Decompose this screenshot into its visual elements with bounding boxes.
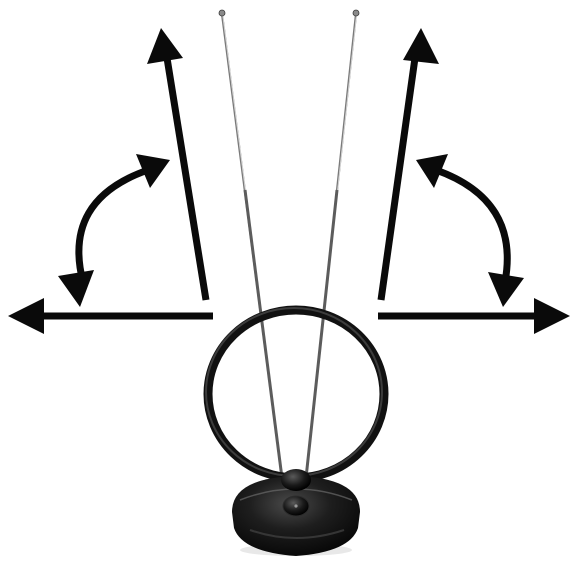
right-arrow-set bbox=[378, 28, 570, 334]
antenna-hub bbox=[281, 469, 311, 491]
right-telescoping-rod bbox=[306, 10, 359, 478]
antenna-loop bbox=[206, 308, 384, 478]
right-curved-rotation-arrow-icon bbox=[416, 154, 524, 307]
left-telescoping-rod bbox=[219, 10, 283, 478]
antenna bbox=[206, 10, 384, 556]
antenna-base bbox=[232, 469, 360, 556]
left-horizontal-arrow-icon bbox=[8, 298, 213, 334]
right-horizontal-arrow-icon bbox=[378, 298, 570, 334]
left-curved-rotation-arrow-icon bbox=[58, 154, 170, 307]
left-arrow-set bbox=[8, 28, 213, 334]
